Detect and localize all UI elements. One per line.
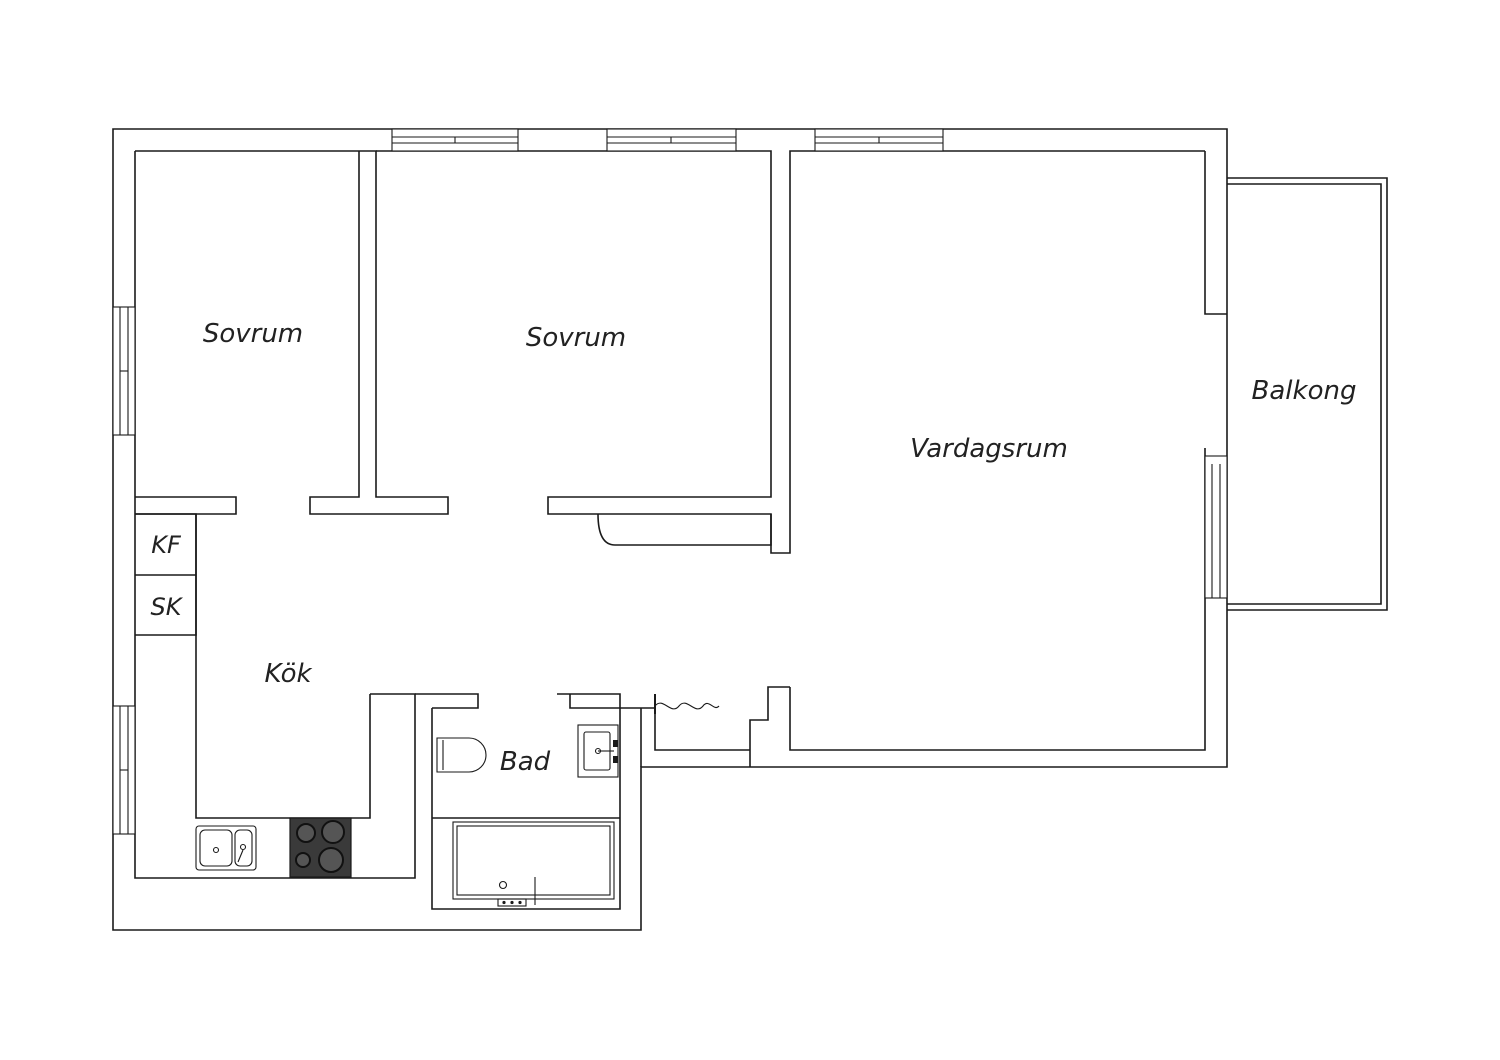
room-label-balkong: Balkong (1252, 376, 1357, 406)
room-label-bad: Bad (500, 747, 551, 777)
windows (112, 128, 1228, 835)
window-right (1204, 455, 1228, 599)
balcony (1227, 177, 1388, 611)
room-label-sovrum-right: Sovrum (526, 323, 626, 353)
room-labels: Sovrum Sovrum Vardagsrum Balkong Kök Bad… (151, 319, 1357, 777)
label-kf: KF (151, 531, 182, 559)
label-sk: SK (151, 593, 184, 621)
window-top-3 (814, 128, 944, 152)
window-left-1 (112, 306, 136, 436)
window-top-1 (391, 128, 519, 152)
room-label-vardagsrum: Vardagsrum (910, 434, 1068, 464)
bathroom-sink (577, 724, 619, 778)
window-top-2 (606, 128, 737, 152)
room-label-sovrum-left: Sovrum (203, 319, 303, 349)
window-left-2 (112, 705, 136, 835)
stove (289, 817, 352, 878)
kitchen-sink (195, 825, 257, 871)
room-label-kok: Kök (264, 659, 312, 689)
toilet (436, 737, 487, 773)
exterior-walls (112, 128, 1228, 931)
bathtub (452, 821, 615, 907)
interior-walls (135, 150, 1205, 819)
radiator (654, 694, 720, 714)
